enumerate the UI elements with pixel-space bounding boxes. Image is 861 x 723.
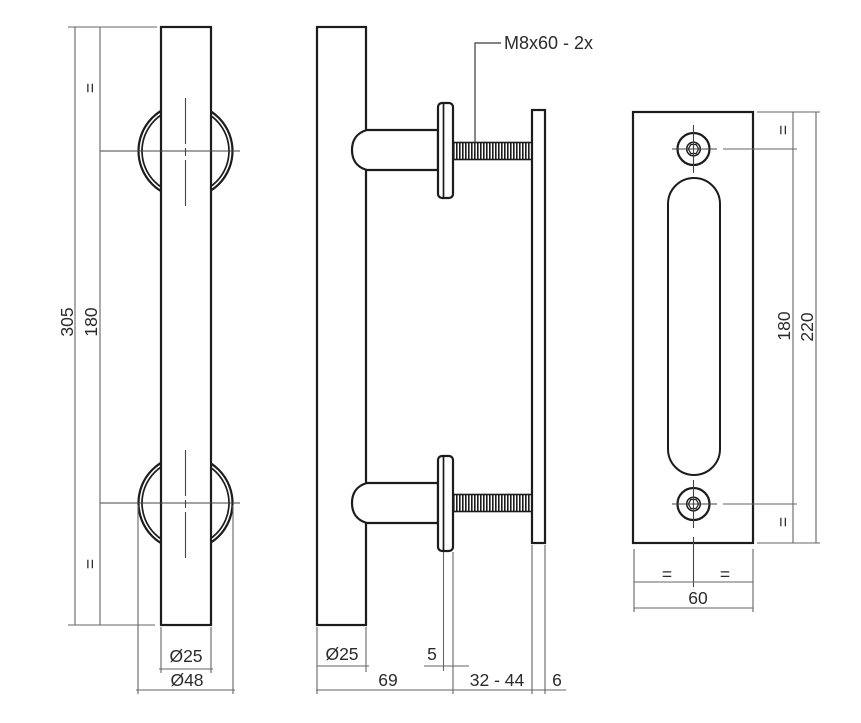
rose-flange-bottom (436, 454, 455, 553)
equal-mark-plate-top: = (773, 125, 793, 135)
dim-label-dia48-front: Ø48 (170, 670, 203, 690)
dim-label-69: 69 (378, 670, 397, 690)
dim-label-180-front: 180 (81, 307, 101, 336)
screw-hole-top-crosshair (672, 125, 717, 173)
front-view: 305 180 = = Ø25 Ø48 (57, 25, 240, 694)
dim-label-32-44: 32 - 44 (470, 670, 525, 690)
support-neck-top (350, 128, 440, 172)
side-view: M8x60 - 2x Ø25 5 69 32 - 44 6 (315, 25, 593, 694)
equal-mark-front-bottom: = (80, 559, 100, 569)
screw-hole-bottom-crosshair (672, 480, 717, 528)
ext-lines-dia25-front (160, 627, 212, 673)
ext-lines-dia48-front (137, 505, 234, 694)
dim-label-180-plate: 180 (774, 311, 794, 340)
dim-label-dia25-side: Ø25 (325, 644, 358, 664)
dim-label-6: 6 (552, 670, 562, 690)
threaded-bolt-bottom (452, 493, 533, 513)
bolt-leader-line (474, 42, 501, 151)
dim-label-5: 5 (427, 644, 437, 664)
plate-slot (667, 177, 721, 476)
plate-view: 180 220 = = = = 60 (631, 110, 820, 612)
ext-lines-plate-width (633, 549, 754, 612)
equal-mark-front-top: = (80, 83, 100, 93)
handle-bar-side (315, 25, 368, 627)
equal-mark-plate-bottom: = (773, 517, 793, 527)
rose-flange-top (436, 101, 455, 200)
dim-label-220: 220 (797, 312, 817, 341)
support-neck-bottom (350, 481, 440, 525)
dim-label-60: 60 (688, 588, 708, 608)
ext-lines-plate-side (531, 545, 546, 694)
bolt-spec-label: M8x60 - 2x (504, 33, 593, 53)
dim-label-dia25-front: Ø25 (169, 646, 202, 666)
back-plate-side (530, 108, 547, 545)
dim-label-305: 305 (57, 307, 77, 336)
threaded-bolt-top (452, 141, 533, 161)
equal-mark-plate-left: = (662, 564, 672, 584)
equal-mark-plate-right: = (720, 564, 730, 584)
